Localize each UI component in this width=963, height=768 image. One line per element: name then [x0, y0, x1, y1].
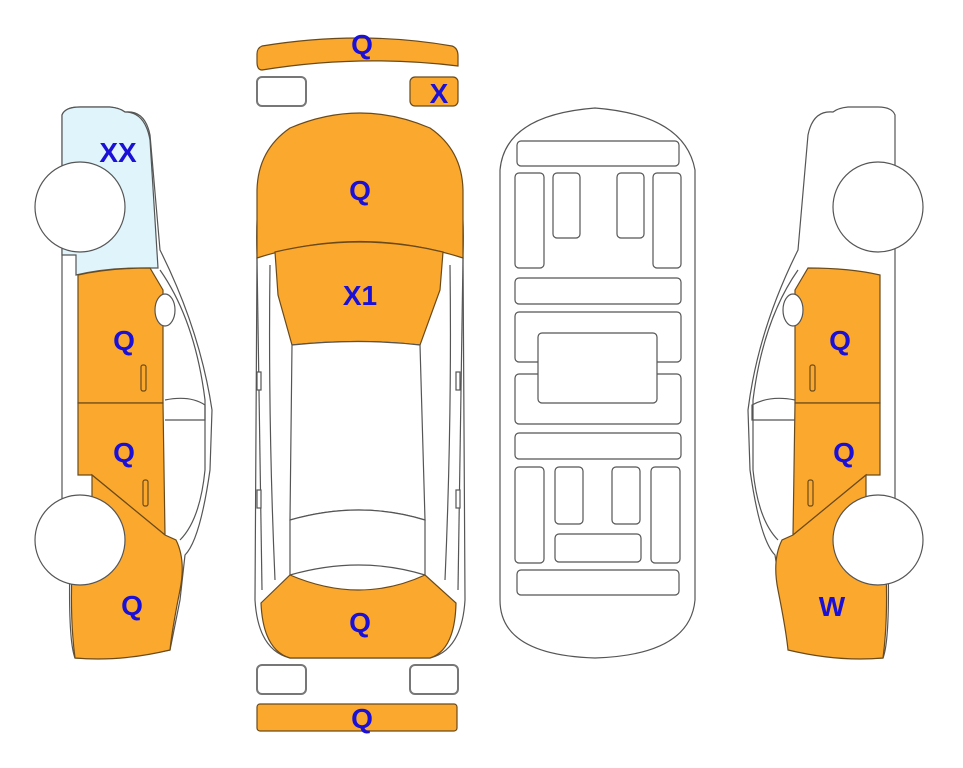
- right-roof-line: [752, 269, 799, 541]
- underbody-part: [516, 140, 680, 167]
- right-rear-handle: [807, 479, 814, 507]
- right-handle: [455, 489, 461, 509]
- rear-bumper-panel[interactable]: [256, 703, 458, 732]
- right-side-view: Q Q W: [747, 106, 924, 660]
- underbody-part: [514, 466, 545, 564]
- rear-left-light-panel[interactable]: [256, 664, 307, 695]
- underbody-part: [650, 466, 681, 564]
- underbody-part: [652, 172, 682, 269]
- right-front-door-label: Q: [829, 325, 851, 356]
- underbody-view: [499, 107, 696, 659]
- left-front-door-label: Q: [113, 325, 135, 356]
- underbody-part: [554, 466, 584, 525]
- windshield-label: X1: [343, 280, 377, 311]
- left-mirror: [154, 293, 176, 327]
- left-handle: [256, 489, 262, 509]
- left-rear-door-label: Q: [113, 437, 135, 468]
- right-rear-quarter-label: W: [819, 591, 846, 622]
- left-rear-wheel: [34, 494, 126, 586]
- top-view: Q X Q X1 Q Q: [254, 29, 466, 734]
- underbody-part: [616, 172, 645, 239]
- underbody-part: [514, 432, 682, 460]
- underbody-part: [516, 569, 680, 596]
- trunk-panel[interactable]: [260, 574, 457, 659]
- front-bumper-label: Q: [351, 29, 373, 60]
- right-inner-line: [444, 264, 452, 581]
- underbody-center-part: [537, 332, 658, 404]
- roof-panel: [289, 340, 426, 521]
- underbody-part: [552, 172, 581, 239]
- right-front-door-panel[interactable]: [794, 267, 881, 404]
- left-front-wheel: [34, 161, 126, 253]
- underbody-part: [514, 277, 682, 305]
- underbody-part: [611, 466, 641, 525]
- right-rear-wheel: [832, 494, 924, 586]
- trunk-label: Q: [349, 607, 371, 638]
- left-side-view: XX Q Q Q: [34, 106, 213, 660]
- front-bumper-panel[interactable]: [256, 37, 459, 71]
- left-inner-line: [268, 264, 276, 581]
- left-rear-quarter-label: Q: [121, 590, 143, 621]
- hood-label: Q: [349, 175, 371, 206]
- front-left-light-panel[interactable]: [256, 76, 307, 107]
- right-rear-door-label: Q: [833, 437, 855, 468]
- right-mirror: [455, 371, 461, 391]
- left-front-handle: [140, 364, 147, 392]
- rear-bumper-label: Q: [351, 703, 373, 734]
- front-right-light-panel[interactable]: [409, 76, 459, 107]
- left-roof-line: [159, 269, 206, 541]
- left-mirror: [256, 371, 262, 391]
- left-glass-label: XX: [99, 137, 137, 168]
- rear-window-panel: [289, 509, 426, 576]
- right-window-line: [751, 397, 796, 421]
- front-right-light-label: X: [430, 78, 449, 109]
- right-side-line: [457, 257, 464, 591]
- right-mirror: [782, 293, 804, 327]
- right-front-wheel: [832, 161, 924, 253]
- left-rear-handle: [142, 479, 149, 507]
- left-side-line: [256, 257, 263, 591]
- rear-right-light-panel[interactable]: [409, 664, 459, 695]
- underbody-part: [514, 172, 545, 269]
- underbody-part: [554, 533, 642, 563]
- right-front-handle: [809, 364, 816, 392]
